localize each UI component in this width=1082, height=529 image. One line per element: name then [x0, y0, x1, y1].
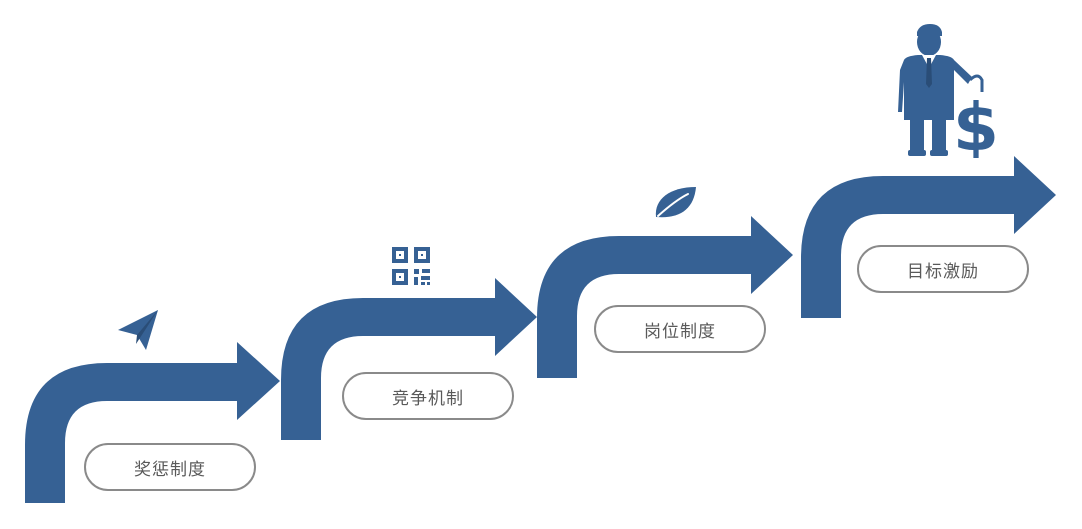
step-arrow-1 — [25, 342, 280, 503]
qr-code-icon — [392, 247, 430, 285]
businessman-dollar-icon: $ — [898, 24, 999, 158]
leaf-icon — [655, 187, 696, 218]
paper-plane-icon — [118, 310, 158, 350]
step-label-3: 岗位制度 — [594, 305, 766, 353]
step-label-1: 奖惩制度 — [84, 443, 256, 491]
step-arrow-4 — [801, 156, 1056, 318]
svg-text:$: $ — [953, 89, 999, 158]
step-label-4: 目标激励 — [857, 245, 1029, 293]
step-label-2: 竞争机制 — [342, 372, 514, 420]
step-arrow-2 — [281, 278, 537, 440]
step-arrow-3 — [537, 216, 793, 378]
